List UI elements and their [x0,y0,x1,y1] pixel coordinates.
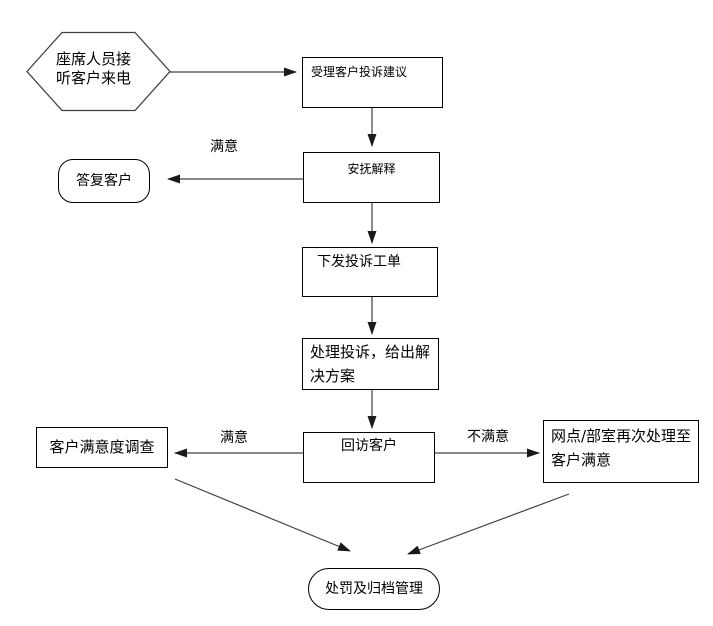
node-reply-customer: 答复客户 [58,159,150,203]
node-soothe-explain: 安抚解释 [303,152,440,203]
edge-label-unsatisfied: 不满意 [467,429,509,445]
edge-survey-to-archive [174,478,351,552]
node-accept-complaint: 受理客户投诉建议 [302,57,443,108]
node-archive-label: 处罚及归档管理 [325,580,423,597]
node-accept-label: 受理客户投诉建议 [311,65,408,79]
node-reply-label: 答复客户 [76,172,132,189]
node-issue-ticket: 下发投诉工单 [302,247,438,297]
node-revisit-label: 回访客户 [341,438,397,454]
node-survey-label: 客户满意度调查 [49,438,155,457]
node-branch-rehandle: 网点/部室再次处理至客户满意 [543,420,699,483]
edge-rehandle-to-archive [407,493,570,555]
node-satisfaction-survey: 客户满意度调查 [36,427,168,468]
node-penalty-archive: 处罚及归档管理 [308,568,440,610]
edge-label-satisfied-1: 满意 [210,139,238,155]
node-revisit-customer: 回访客户 [303,432,435,483]
node-resolve-label: 处理投诉，给出解决方案 [310,343,431,385]
node-ticket-label: 下发投诉工单 [317,254,401,270]
node-rehandle-label: 网点/部室再次处理至客户满意 [551,427,692,469]
edge-label-satisfied-2: 满意 [220,430,248,446]
node-handle-complaint: 处理投诉，给出解决方案 [302,338,439,390]
node-soothe-label: 安抚解释 [347,162,396,176]
node-start-label: 座席人员接听客户来电 [56,50,132,87]
